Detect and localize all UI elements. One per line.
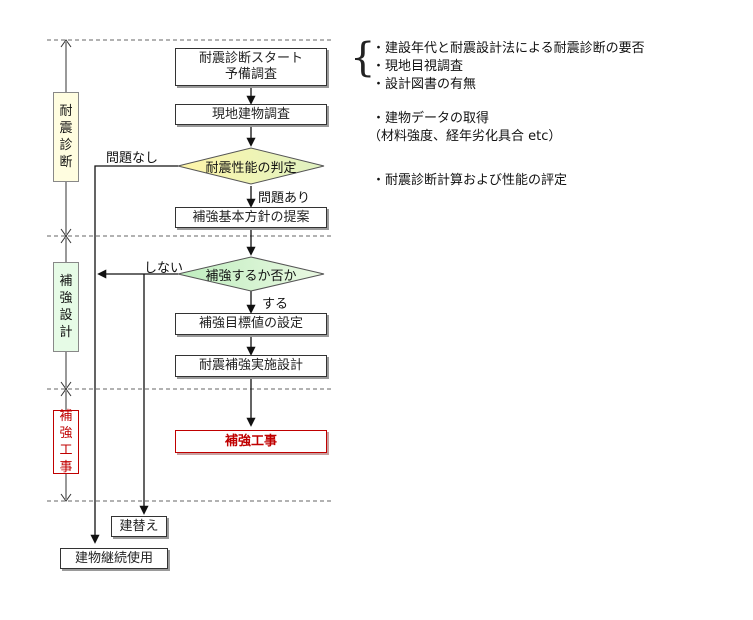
design-box: 耐震補強実施設計 xyxy=(175,355,327,377)
works-box: 補強工事 xyxy=(175,430,327,453)
note-survey-1: ・建物データの取得 xyxy=(372,111,490,126)
phase-construction-label: 補強工事 xyxy=(53,409,79,475)
phase-range-lines xyxy=(60,39,72,502)
note-prelim-3: ・設計図書の有無 xyxy=(372,77,477,92)
edge-label-problem: 問題あり xyxy=(258,191,311,206)
decide-diamond-label: 補強するか否か xyxy=(205,268,297,284)
notes-brace: { xyxy=(350,35,376,81)
note-prelim-2: ・現地目視調査 xyxy=(372,59,464,74)
design-box-label: 耐震補強実施設計 xyxy=(198,358,303,373)
phase-design-label: 補強設計 xyxy=(53,262,79,352)
no-reinforce-branch xyxy=(97,269,178,515)
proposal-box: 補強基本方針の提案 xyxy=(175,207,327,228)
note-prelim-1: ・建設年代と耐震設計法による耐震診断の要否 xyxy=(372,41,645,56)
judge-diamond-shape xyxy=(177,147,325,185)
edge-label-no-reinforce: しない xyxy=(144,261,184,276)
start-box: 耐震診断スタート 予備調査 xyxy=(175,48,327,86)
start-box-line1: 耐震診断スタート xyxy=(198,51,303,66)
phase-diagnosis-label: 耐震診断 xyxy=(53,92,79,182)
note-calc: ・耐震診断計算および性能の評定 xyxy=(372,173,568,188)
edge-label-reinforce: する xyxy=(262,297,289,312)
decide-diamond: 補強するか否か xyxy=(178,257,324,291)
target-box-label: 補強目標値の設定 xyxy=(198,316,303,331)
survey-box: 現地建物調査 xyxy=(175,104,327,125)
no-problem-branch xyxy=(90,165,178,544)
continue-use-box-label: 建物継続使用 xyxy=(74,550,153,566)
note-survey-2: （材料強度、経年劣化具合 etc） xyxy=(368,129,562,144)
proposal-box-label: 補強基本方針の提案 xyxy=(192,209,310,225)
judge-diamond-label: 耐震性能の判定 xyxy=(205,160,297,176)
judge-diamond: 耐震性能の判定 xyxy=(178,148,324,184)
edge-label-no-problem: 問題なし xyxy=(106,151,159,166)
continue-use-box: 建物継続使用 xyxy=(60,548,168,569)
rebuild-box: 建替え xyxy=(111,516,167,537)
target-box: 補強目標値の設定 xyxy=(175,313,327,335)
works-box-label: 補強工事 xyxy=(224,433,277,449)
start-box-line2: 予備調査 xyxy=(224,67,277,82)
survey-box-label: 現地建物調査 xyxy=(211,106,290,122)
decide-diamond-shape xyxy=(177,256,325,292)
rebuild-box-label: 建替え xyxy=(119,518,159,534)
phase-separators xyxy=(47,39,332,502)
